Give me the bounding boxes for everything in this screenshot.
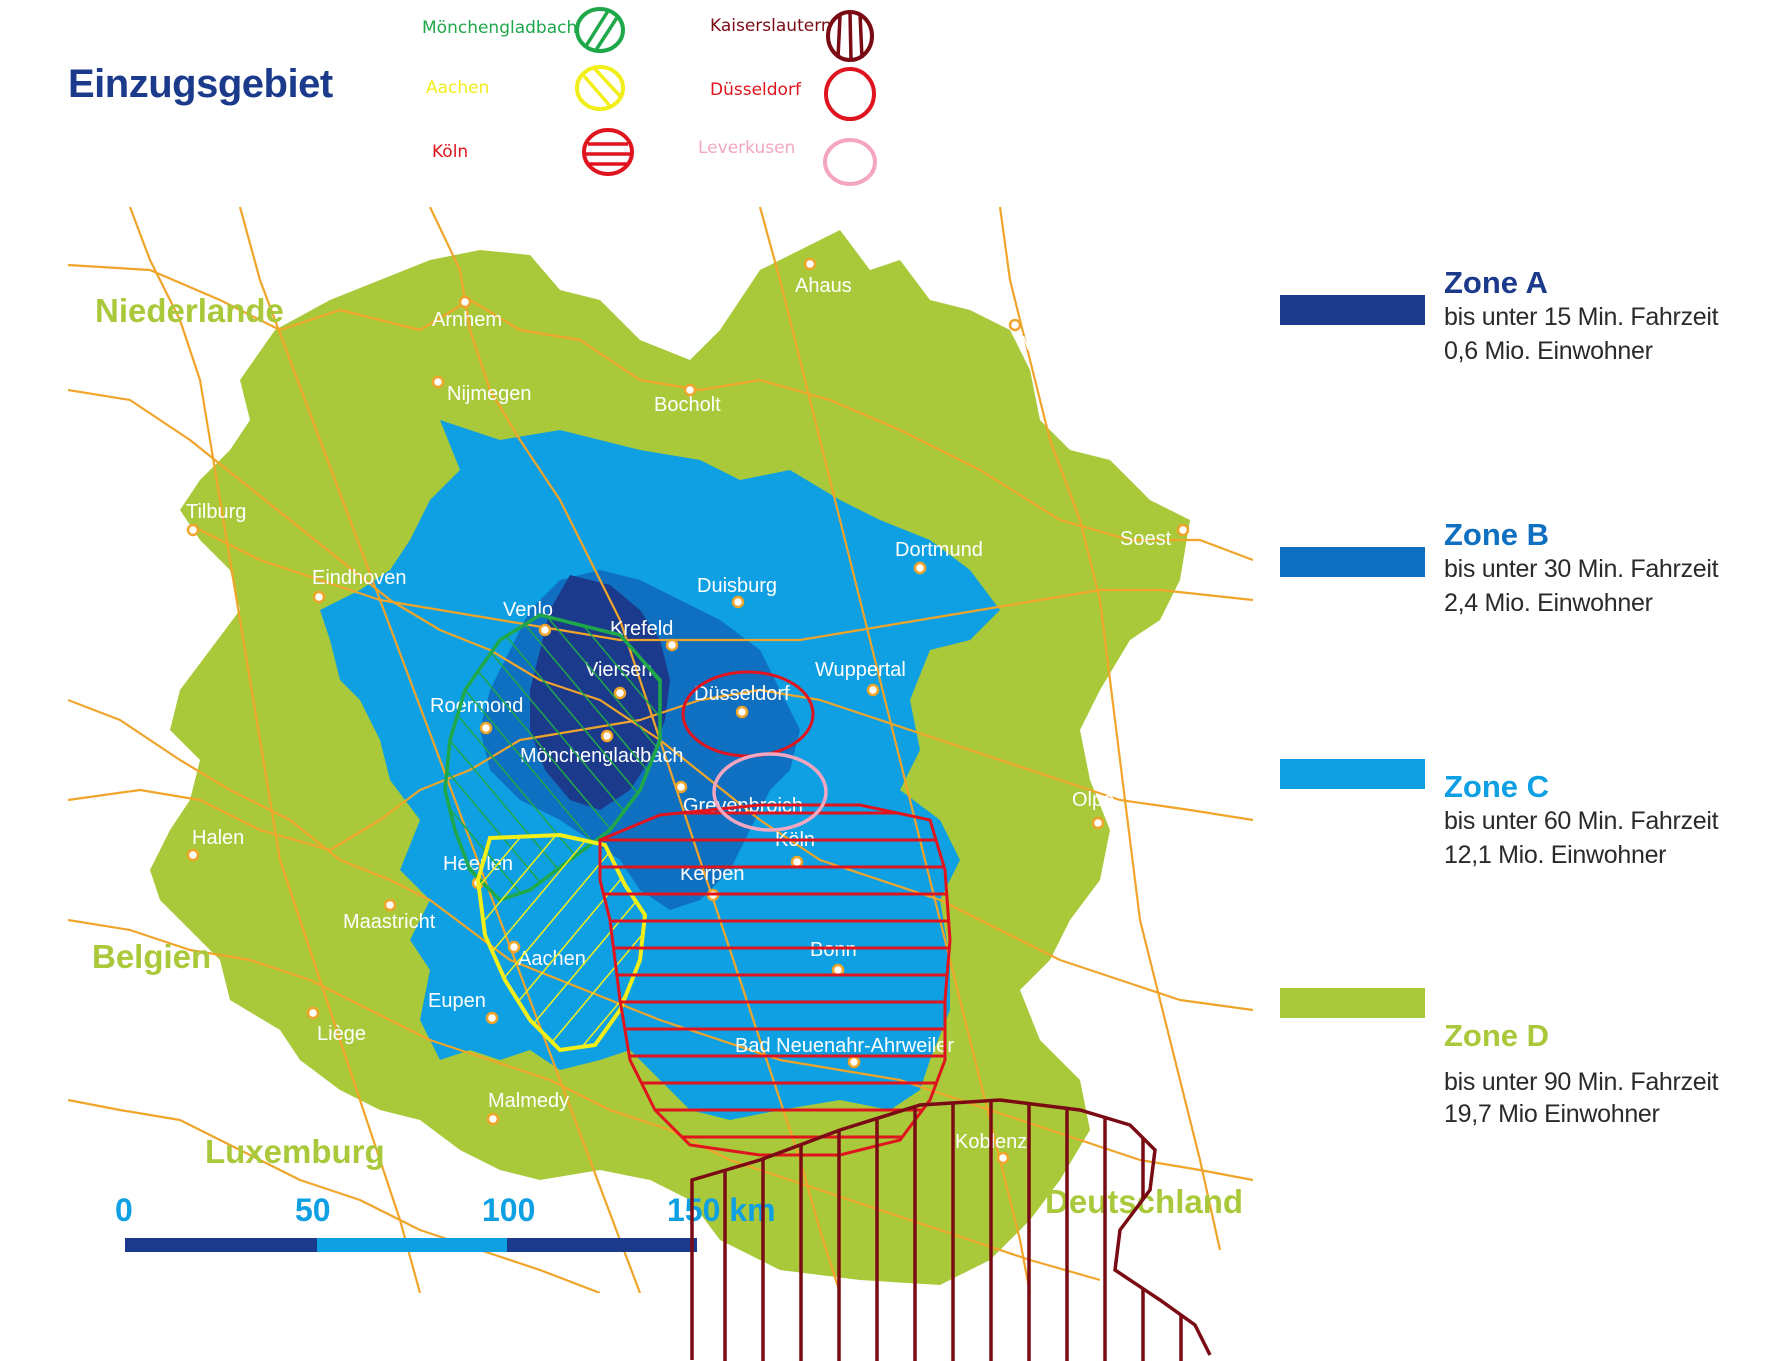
city-label-duesseldorf: Düsseldorf [694, 683, 790, 705]
zone-name-d: Zone D [1444, 1018, 1550, 1053]
city-label-duisburg: Duisburg [697, 575, 777, 597]
zone-name-b: Zone B [1444, 517, 1550, 552]
city-label-bocholt: Bocholt [654, 394, 721, 416]
city-label-wuppertal: Wuppertal [815, 659, 906, 681]
city-label-soest: Soest [1120, 528, 1172, 550]
zone-swatch-b [1280, 547, 1425, 577]
city-label-olpe: Olpe [1072, 789, 1114, 811]
key-label-koeln: Köln [432, 142, 469, 162]
zone-time-c: bis unter 60 Min. Fahrzeit [1444, 807, 1719, 835]
city-label-koeln: Köln [775, 829, 815, 851]
key-label-duesseldorf: Düsseldorf [710, 80, 801, 100]
city-label-krefeld: Krefeld [610, 618, 673, 640]
city-label-grevenbroich: Grevenbroich [683, 795, 803, 817]
key-label-kaiserslautern: Kaiserslautern [710, 16, 832, 36]
key-label-aachen: Aachen [426, 78, 490, 98]
city-label-aachen: Aachen [518, 948, 586, 970]
zone-time-a: bis unter 15 Min. Fahrzeit [1444, 303, 1719, 331]
key-swatch-moenchengladbach [575, 7, 625, 53]
city-label-nijmegen: Nijmegen [447, 383, 531, 405]
zone-swatch-c [1280, 759, 1425, 789]
city-label-malmedy: Malmedy [488, 1090, 569, 1112]
key-swatch-aachen [575, 65, 625, 111]
zone-pop-c: 12,1 Mio. Einwohner [1444, 841, 1667, 869]
city-label-dortmund: Dortmund [895, 539, 983, 561]
country-label-belgien: Belgien [92, 938, 211, 975]
zone-pop-d: 19,7 Mio Einwohner [1444, 1100, 1660, 1128]
city-label-bad-neuenahr: Bad Neuenahr-Ahrweiler [735, 1035, 954, 1057]
scale-tick-50: 50 [295, 1192, 331, 1228]
scale-tick-0: 0 [115, 1192, 133, 1228]
city-label-moenchengladbach: Mönchengladbach [520, 745, 683, 767]
scale-tick-150: 150 km [667, 1192, 776, 1228]
zone-pop-b: 2,4 Mio. Einwohner [1444, 589, 1653, 617]
zone-pop-a: 0,6 Mio. Einwohner [1444, 337, 1653, 365]
catchment-map: Niederlande Belgien Luxemburg Deutschlan… [68, 207, 1253, 1293]
zone-time-b: bis unter 30 Min. Fahrzeit [1444, 555, 1719, 583]
city-label-viersen: Viersen [585, 659, 652, 681]
city-label-bonn: Bonn [810, 939, 857, 961]
scale-tick-100: 100 [482, 1192, 535, 1228]
city-label-heerlen: Heerlen [443, 853, 513, 875]
key-label-moenchengladbach: Mönchengladbach [422, 18, 578, 38]
zone-swatch-a [1280, 295, 1425, 325]
city-label-muenster: Münster [1020, 333, 1093, 355]
country-label-luxemburg: Luxemburg [205, 1133, 385, 1170]
key-swatch-koeln [582, 128, 634, 176]
city-label-eindhoven: Eindhoven [312, 567, 407, 589]
scale-bar: 0 50 100 150 km [115, 1192, 776, 1252]
key-swatch-duesseldorf [824, 67, 876, 121]
city-label-roermond: Roermond [430, 695, 523, 717]
zone-name-c: Zone C [1444, 769, 1550, 804]
city-label-arnhem: Arnhem [432, 309, 502, 331]
zone-name-a: Zone A [1444, 265, 1548, 300]
zone-time-d: bis unter 90 Min. Fahrzeit [1444, 1068, 1719, 1096]
city-label-liege: Liège [317, 1023, 366, 1045]
city-label-koblenz: Koblenz [955, 1131, 1027, 1153]
key-label-leverkusen: Leverkusen [698, 138, 796, 158]
city-label-kerpen: Kerpen [680, 863, 745, 885]
country-label-deutschland: Deutschland [1045, 1183, 1243, 1220]
city-label-venlo: Venlo [503, 599, 553, 621]
city-label-tilburg: Tilburg [186, 501, 246, 523]
city-label-ahaus: Ahaus [795, 275, 852, 297]
city-label-eupen: Eupen [428, 990, 486, 1012]
country-label-niederlande: Niederlande [95, 292, 284, 329]
page-title: Einzugsgebiet [68, 62, 333, 106]
city-label-maastricht: Maastricht [343, 911, 436, 933]
key-swatch-kaiserslautern [826, 10, 874, 62]
key-swatch-leverkusen [823, 138, 877, 186]
city-label-halen: Halen [192, 827, 244, 849]
zone-swatch-d [1280, 988, 1425, 1018]
